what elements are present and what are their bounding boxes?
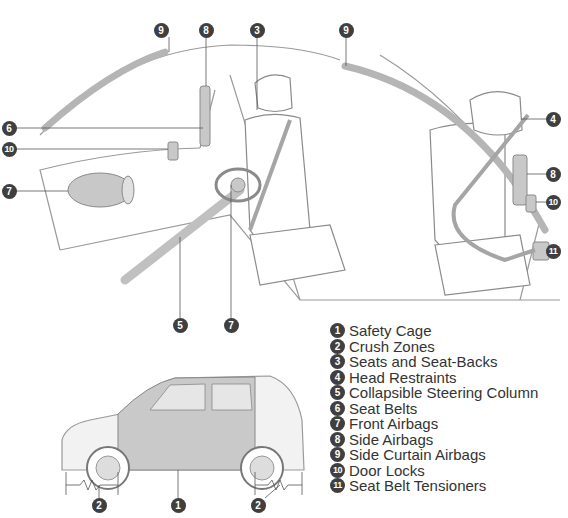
legend-text: Collapsible Steering Column (349, 384, 538, 401)
left-side-airbag (200, 86, 210, 146)
legend-text: Front Airbags (349, 415, 438, 432)
interior-outline (40, 45, 560, 300)
safety-parts (45, 52, 549, 280)
rear-hub (250, 456, 274, 480)
legend-text: Side Airbags (349, 431, 433, 448)
left-seat-cushion (250, 225, 345, 285)
leader-line (346, 37, 347, 66)
legend-text: Safety Cage (349, 322, 432, 339)
leader-lines (16, 37, 549, 318)
callout-number: 4 (330, 370, 345, 385)
dimension-tick (302, 472, 303, 495)
callout-number: 3 (330, 354, 345, 369)
right-side-airbag (513, 155, 527, 205)
callout-number: 7 (330, 416, 345, 431)
callout-number: 8 (330, 432, 345, 447)
callout-number: 8 (546, 167, 561, 182)
leader-line (169, 37, 170, 52)
callout-number: 11 (330, 478, 345, 493)
legend-text: Seat Belts (349, 400, 417, 417)
left-head-restraint (255, 75, 292, 112)
right-seat-cushion (435, 235, 530, 295)
steering-column (125, 190, 240, 280)
leader-line (206, 37, 207, 86)
car-windows (150, 384, 252, 410)
rear-wheel (241, 447, 283, 489)
callout-number: 9 (330, 447, 345, 462)
crush-zone-spring (255, 480, 302, 490)
dimension-tick (255, 472, 256, 495)
callout-number: 4 (546, 112, 561, 127)
callout-number: 9 (154, 23, 169, 38)
crush-zone-marks (66, 470, 302, 498)
callout-number: 1 (330, 323, 345, 338)
callout-number: 2 (330, 339, 345, 354)
callout-number: 11 (546, 244, 561, 259)
callout-number: 7 (2, 184, 17, 199)
legend-text: Seat Belt Tensioners (349, 477, 486, 494)
callout-number: 1 (171, 498, 186, 513)
callout-number: 2 (92, 498, 107, 513)
legend-text: Side Curtain Airbags (349, 446, 486, 463)
leader-line (16, 191, 68, 192)
car-side-view (62, 376, 304, 498)
leader-line (521, 119, 546, 120)
leader-line (265, 485, 280, 498)
callout-number: 6 (2, 121, 17, 136)
callout-number: 9 (339, 23, 354, 38)
leader-line (231, 185, 232, 318)
left-seat-belt (250, 120, 290, 230)
callout-number: 10 (330, 463, 345, 478)
left-door-lock (168, 142, 178, 160)
right-head-restraint (470, 92, 522, 135)
leader-line (178, 470, 179, 498)
leader-line (536, 202, 546, 203)
callout-number: 10 (546, 195, 561, 210)
leader-line (99, 485, 100, 498)
left-curtain-airbag (45, 52, 165, 128)
front-hub (96, 456, 120, 480)
safety-cage-zone (118, 377, 255, 470)
leader-line (180, 237, 181, 318)
leader-line (527, 174, 546, 175)
callout-number: 7 (224, 318, 239, 333)
legend-text: Seats and Seat-Backs (349, 353, 497, 370)
callout-number: 2 (251, 498, 266, 513)
crush-zone-spring (66, 480, 118, 490)
callout-number: 3 (250, 23, 265, 38)
callout-number: 10 (2, 142, 17, 157)
callout-number: 5 (173, 318, 188, 333)
right-door-lock (526, 195, 536, 212)
dimension-tick (118, 472, 119, 495)
leader-line (16, 149, 168, 150)
legend-text: Head Restraints (349, 369, 457, 386)
seats (245, 75, 530, 295)
callout-number: 8 (199, 23, 214, 38)
callout-number: 6 (330, 401, 345, 416)
right-seat-belt (454, 115, 535, 260)
door-frame (380, 55, 540, 300)
steering-wheel (216, 169, 260, 201)
dimension-tick (66, 472, 67, 495)
leader-line (16, 128, 203, 129)
legend-text: Door Locks (349, 462, 425, 479)
legend-text: Crush Zones (349, 338, 435, 355)
leader-line (257, 37, 258, 110)
callout-number: 5 (330, 385, 345, 400)
right-curtain-airbag (345, 66, 545, 230)
steering-airbag (231, 178, 245, 192)
front-airbag-end (122, 176, 134, 204)
